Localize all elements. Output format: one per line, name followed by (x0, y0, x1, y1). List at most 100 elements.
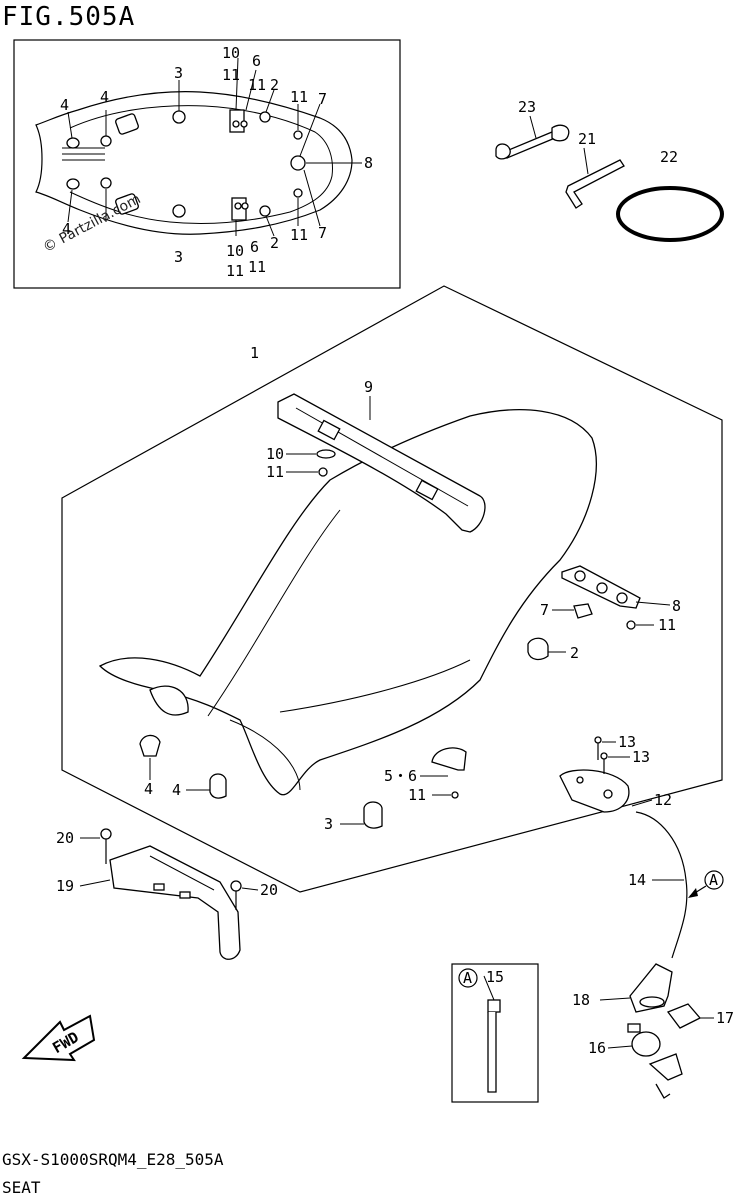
wrench-part-23 (495, 124, 570, 160)
callout-20b: 20 (260, 881, 278, 899)
inset-pad-upper (115, 113, 139, 135)
callout-13b: 13 (632, 748, 650, 766)
view-a-pointer-circle (704, 870, 724, 890)
callout-12: 12 (654, 791, 672, 809)
nut-part-11a (318, 467, 328, 477)
callout-23: 23 (518, 98, 536, 116)
callout-2: 2 (570, 644, 579, 662)
callout-15: 15 (486, 968, 504, 986)
callout-19: 19 (56, 877, 74, 895)
inset-nut-lower-1 (234, 202, 242, 210)
main-assembly-frame (61, 285, 723, 893)
inset-nut-7a (293, 130, 303, 140)
leader-21 (583, 147, 589, 175)
inset-callout-3a: 3 (174, 64, 183, 82)
inset-seat-base (35, 91, 353, 235)
figure-title: FIG.505A (2, 2, 136, 32)
cable-part-14 (635, 811, 688, 959)
inset-nut-lower-2 (241, 202, 249, 210)
inset-cushion-2a (259, 111, 271, 123)
strap-part-22 (616, 186, 724, 242)
cushion-part-3 (363, 801, 383, 829)
callout-7: 7 (540, 601, 549, 619)
screw-part-13b (600, 752, 608, 774)
inset-leaders (67, 57, 362, 237)
clamp-part-15 (487, 999, 501, 1093)
cushion-part-4a (139, 734, 161, 757)
inset-callout-4b: 4 (100, 88, 109, 106)
callout-10: 10 (266, 445, 284, 463)
inset-callout-10b: 10 (226, 242, 244, 260)
inset-callout-11f: 11 (290, 226, 308, 244)
callout-16: 16 (588, 1039, 606, 1057)
callout-A-view: A (463, 969, 472, 987)
nut-part-11b (626, 620, 636, 630)
bolt-part-20b (230, 880, 242, 910)
view-a-arrow-head (688, 888, 698, 898)
inset-callout-7a: 7 (318, 90, 327, 108)
figure-code: GSX-S1000SRQM4_E28_505A (2, 1150, 224, 1169)
callout-21: 21 (578, 130, 596, 148)
washer-part-10 (316, 449, 336, 459)
callout-11b: 11 (658, 616, 676, 634)
inset-callout-2a: 2 (270, 76, 279, 94)
inset-callout-10a: 10 (222, 44, 240, 62)
inset-cushion-4c (66, 178, 80, 190)
inset-grommet-8 (290, 155, 306, 171)
callout-14: 14 (628, 871, 646, 889)
inset-callout-11b: 11 (248, 76, 266, 94)
figure-name: SEAT (2, 1178, 41, 1197)
bracket-part-8 (561, 565, 641, 609)
hex-key-part-21 (565, 159, 625, 209)
inset-callout-11d: 11 (226, 262, 244, 280)
nut-part-7 (573, 603, 593, 619)
inset-nut-7b (293, 188, 303, 198)
seat-part-1 (98, 409, 597, 796)
callout-22: 22 (660, 148, 678, 166)
inset-callout-11a: 11 (222, 66, 240, 84)
grab-rail-part-9 (277, 393, 486, 533)
callout-3: 3 (324, 815, 333, 833)
inset-callout-7b: 7 (318, 224, 327, 242)
strap-part-22-inner (622, 191, 718, 237)
inset-seat-inner (69, 105, 333, 225)
main-leaders (79, 396, 714, 1049)
inset-callout-6a: 6 (252, 52, 261, 70)
inset-cushion-4b (100, 135, 112, 147)
callout-5-6: 5・6 (384, 767, 417, 785)
bracket-part-5-6 (431, 747, 467, 771)
inset-nut-upper-1 (232, 120, 240, 128)
callout-11a: 11 (266, 463, 284, 481)
inset-cushion-2b (259, 205, 271, 217)
view-a-frame (451, 963, 539, 1103)
inset-frame (13, 39, 401, 289)
callout-8: 8 (672, 597, 681, 615)
bracket-part-18 (629, 963, 673, 1013)
callout-1: 1 (250, 344, 259, 362)
fwd-arrow: FWD (21, 1014, 96, 1062)
callout-4a: 4 (144, 780, 153, 798)
cushion-part-4b (209, 773, 227, 799)
inset-callout-6b: 6 (250, 238, 259, 256)
callout-A-pointer: A (709, 871, 718, 889)
inset-cushion-4d (100, 177, 112, 189)
screw-part-13a (594, 736, 602, 760)
callout-18: 18 (572, 991, 590, 1009)
leader-23 (529, 115, 537, 139)
seat-lock-part-12 (559, 769, 630, 813)
callout-9: 9 (364, 378, 373, 396)
nut-part-11c (451, 791, 459, 799)
cushion-part-2 (527, 637, 549, 661)
callout-13a: 13 (618, 733, 636, 751)
inset-cushion-3a (172, 110, 186, 124)
helmet-hook-part-19 (109, 845, 241, 960)
callout-11c: 11 (408, 786, 426, 804)
inset-pad-lower (115, 193, 139, 215)
callout-4b: 4 (172, 781, 181, 799)
inset-cushion-3b (172, 204, 186, 218)
callout-20a: 20 (56, 829, 74, 847)
view-a-marker (458, 968, 478, 988)
callout-17: 17 (716, 1009, 734, 1027)
inset-nut-upper-2 (240, 120, 248, 128)
